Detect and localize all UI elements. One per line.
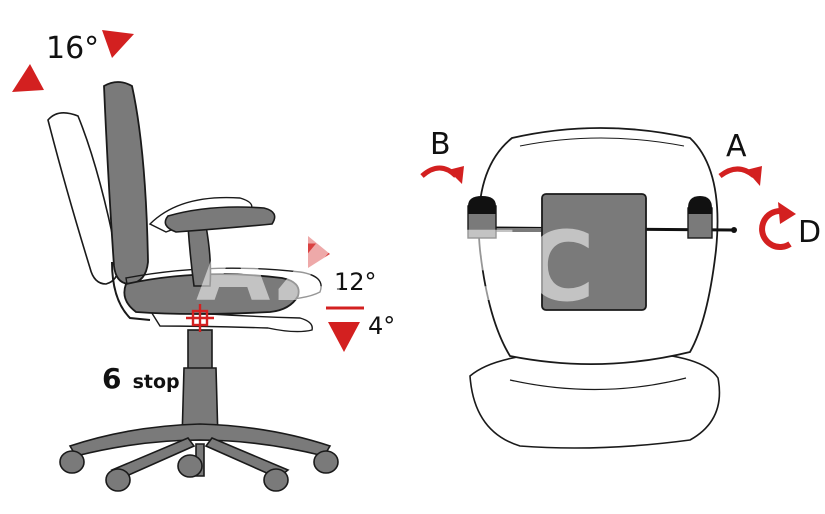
- backrest-angle-label: 16°: [46, 31, 99, 66]
- tilted-seat-outline-lower: [148, 309, 313, 333]
- armrest-post: [187, 225, 212, 287]
- caster-wheel: [177, 454, 203, 478]
- height-stops-unit: stop: [133, 371, 180, 393]
- knob-d-label: D: [798, 215, 821, 250]
- seat-angle-down-label: 4°: [368, 312, 395, 340]
- seat-cushion: [123, 273, 300, 315]
- mechanism-plate: [541, 193, 647, 311]
- top-view-chair: B A D: [420, 127, 821, 449]
- lever-b-label: B: [430, 127, 451, 162]
- lever-a-arrowhead-icon: [746, 166, 762, 186]
- caster-wheel: [313, 450, 339, 474]
- height-stops-number: 6: [102, 362, 121, 395]
- seat-angle-down-arrow-icon: [328, 322, 360, 352]
- back-support-post: [111, 261, 151, 321]
- lever-b-arrowhead-icon: [448, 166, 464, 184]
- backrest-arrow-up-icon: [12, 64, 44, 92]
- seat-angle-up-arrow-icon: [308, 236, 330, 268]
- height-stops-label: 6 stop: [102, 362, 180, 395]
- knob-d-rotate-arrowhead-icon: [778, 202, 796, 224]
- top-seat-outline-inner: [519, 137, 685, 147]
- upright-backrest: [103, 81, 149, 285]
- five-star-base: [68, 423, 332, 479]
- watermark-text: AZ TEC: [196, 211, 599, 323]
- casters: [59, 450, 339, 492]
- caster-wheel: [105, 468, 131, 492]
- lever-b: [467, 196, 497, 239]
- lever-a-label: A: [726, 129, 747, 164]
- armrest-pad: [164, 206, 276, 233]
- caster-wheel: [59, 450, 85, 474]
- height-pivot-marker: [186, 304, 214, 332]
- lever-a: [687, 196, 713, 239]
- top-backrest-outline: [469, 351, 721, 449]
- seat-angle-up-label: 12°: [334, 268, 377, 296]
- top-backrest-inner: [509, 377, 687, 391]
- side-view-chair: 16° 12° 4° 6 stop: [12, 30, 395, 492]
- knob-d-tip: [731, 227, 737, 233]
- caster-wheel: [263, 468, 289, 492]
- knob-d-rotate-icon: [759, 208, 792, 250]
- backrest-arrow-down-icon: [102, 30, 134, 58]
